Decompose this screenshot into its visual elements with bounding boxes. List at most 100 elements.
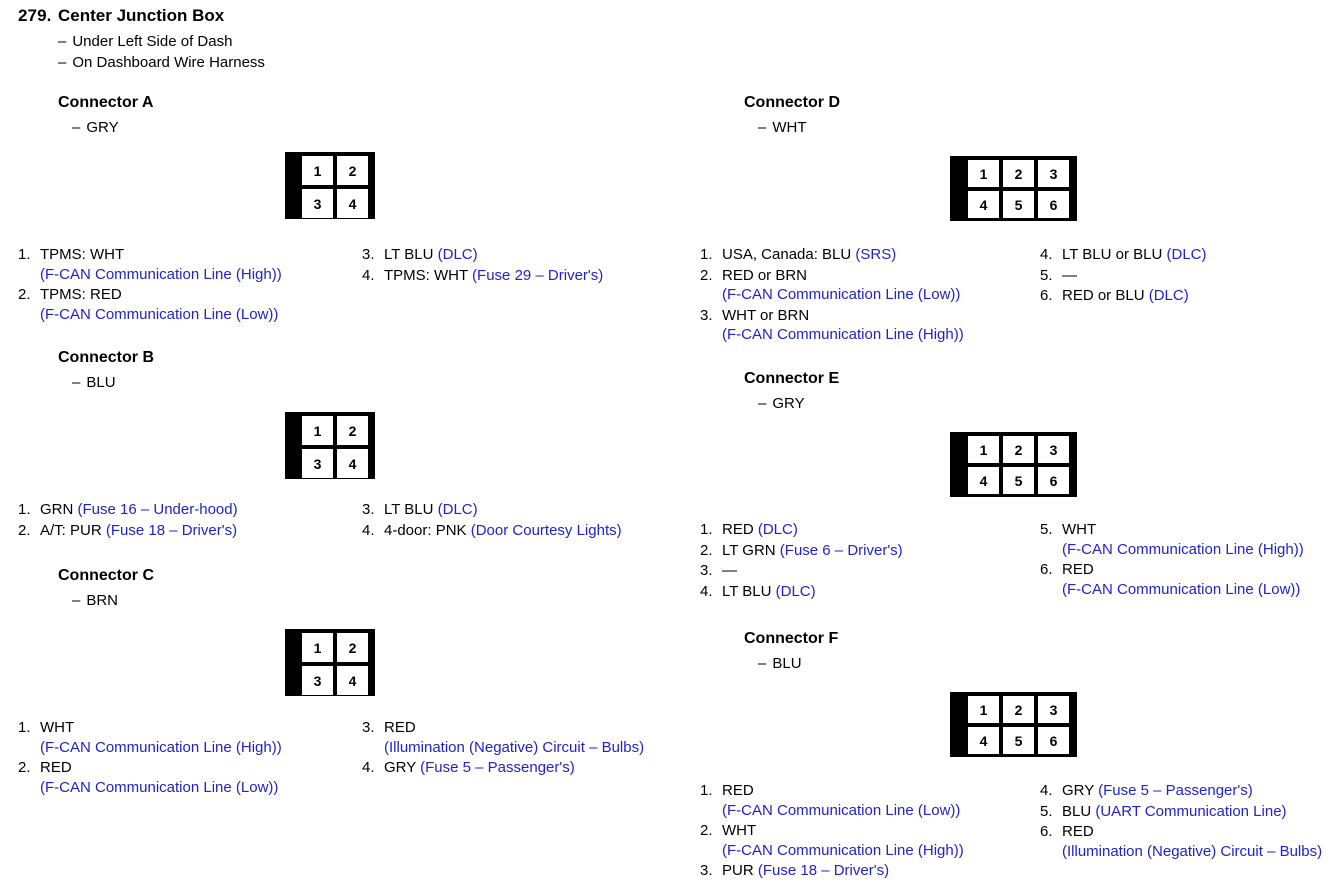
pin-wire-color: WHT [722, 822, 757, 839]
pin-entry: 4.GRY (Fuse 5 – Passenger's) [362, 758, 644, 778]
connector-keyway-bar [950, 692, 968, 757]
pin-list-right-c: 3.RED(Illumination (Negative) Circuit – … [362, 718, 644, 779]
pin-number: 2. [700, 822, 713, 839]
pin-cell: 4 [968, 727, 999, 754]
pin-cell: 3 [1038, 436, 1069, 463]
pin-entry: 4.LT BLU (DLC) [700, 582, 903, 602]
pin-list-left-b: 1.GRN (Fuse 16 – Under-hood)2.A/T: PUR (… [18, 500, 238, 541]
pin-list-left-d: 1.USA, Canada: BLU (SRS)2.RED or BRN(F-C… [700, 245, 964, 346]
pin-row: 4.LT BLU or BLU (DLC) [1040, 245, 1207, 265]
pin-cell: 2 [337, 633, 368, 662]
pin-row: 6.RED [1040, 560, 1304, 580]
pin-cell: 5 [1003, 727, 1034, 754]
pin-entry: 4.4-door: PNK (Door Courtesy Lights) [362, 521, 622, 541]
connector-color-c: –BRN [72, 592, 118, 609]
pin-cell: 1 [302, 633, 333, 662]
pin-wire-color: BLU [1062, 802, 1092, 820]
pin-entry: 2.RED(F-CAN Communication Line (Low)) [18, 758, 282, 797]
section-number: 279. [18, 6, 52, 25]
connector-color-value: GRY [772, 395, 805, 412]
pin-entry: 3.LT BLU (DLC) [362, 245, 603, 265]
pin-number: 3. [700, 562, 713, 579]
pin-row: 1.WHT [18, 718, 282, 738]
pin-row: 1.RED (DLC) [700, 520, 903, 540]
connector-color-b: –BLU [72, 374, 116, 391]
pin-entry: 1.TPMS: WHT(F-CAN Communication Line (Hi… [18, 245, 282, 284]
connector-keyway-bar [950, 432, 968, 497]
pin-cell: 1 [968, 436, 999, 463]
connector-keyway-bar [950, 156, 968, 221]
bullet-dash-icon: – [758, 655, 767, 672]
pin-circuit-description: (SRS) [851, 246, 897, 263]
pin-row: 5.WHT [1040, 520, 1304, 540]
section-bullet-0: –Under Left Side of Dash [58, 33, 232, 50]
connector-title-b: Connector B [58, 349, 154, 366]
pin-row: 2.A/T: PUR (Fuse 18 – Driver's) [18, 521, 238, 541]
pin-number: 1. [700, 246, 713, 263]
pin-row: 4.LT BLU (DLC) [700, 582, 903, 602]
pin-row: 3.WHT or BRN [700, 306, 964, 326]
pin-circuit-description: (F-CAN Communication Line (High)) [40, 265, 282, 283]
pin-entry: 2.WHT(F-CAN Communication Line (High)) [700, 821, 964, 860]
pin-circuit-description: (DLC) [1144, 287, 1189, 304]
pin-wire-color: LT BLU [722, 582, 772, 600]
pin-cell: 3 [302, 449, 333, 478]
pin-cell: 4 [337, 189, 368, 218]
pin-cell: 3 [302, 189, 333, 218]
pin-circuit-description: (Illumination (Negative) Circuit – Bulbs… [384, 738, 645, 756]
pin-circuit-description: (Illumination (Negative) Circuit – Bulbs… [1062, 842, 1323, 860]
section-bullet-text: Under Left Side of Dash [72, 33, 233, 50]
pin-wire-color: USA, Canada: BLU [722, 246, 852, 263]
pin-number: 3. [362, 246, 375, 263]
pin-number: 2. [700, 266, 713, 284]
pin-wire-color: GRY [1062, 782, 1094, 799]
pin-wire-color: LT GRN [722, 541, 776, 559]
pin-entry: 4.LT BLU or BLU (DLC) [1040, 245, 1207, 265]
pin-wire-color: 4-door: PNK [384, 521, 467, 539]
pin-circuit-description: (F-CAN Communication Line (Low)) [40, 305, 279, 323]
pin-wire-color: LT BLU or BLU [1062, 246, 1163, 263]
connector-color-e: –GRY [758, 395, 805, 412]
pin-cell: 3 [1038, 160, 1069, 187]
pin-cell: 1 [968, 696, 999, 723]
pin-list-right-e: 5.WHT(F-CAN Communication Line (High))6.… [1040, 520, 1304, 600]
pin-circuit-description: (Fuse 18 – Driver's) [101, 521, 238, 539]
pin-circuit-description: (UART Communication Line) [1091, 802, 1287, 820]
pin-cell: 5 [1003, 191, 1034, 218]
pin-entry: 5. BLU (UART Communication Line) [1040, 802, 1322, 822]
pin-row: 3.PUR (Fuse 18 – Driver's) [700, 861, 964, 881]
connector-keyway-bar [285, 152, 302, 219]
pin-row: 6.RED or BLU (DLC) [1040, 286, 1207, 306]
pin-entry: 6.RED or BLU (DLC) [1040, 286, 1207, 306]
pin-entry: 3.PUR (Fuse 18 – Driver's) [700, 861, 964, 881]
bullet-dash-icon: – [72, 374, 81, 391]
bullet-dash-icon: – [58, 54, 67, 71]
pin-circuit-description: (DLC) [771, 582, 816, 600]
pin-number: 1. [700, 521, 713, 538]
pin-number: 3. [362, 719, 375, 736]
pin-list-left-f: 1.RED(F-CAN Communication Line (Low))2.W… [700, 781, 964, 882]
pin-row: 3.RED [362, 718, 644, 738]
pin-entry: 5.WHT(F-CAN Communication Line (High)) [1040, 520, 1304, 559]
pin-row: 2.RED [18, 758, 282, 778]
pin-wire-color: TPMS: RED [40, 286, 122, 303]
pin-row: 3.— [700, 561, 903, 581]
pin-number: 5. [1040, 802, 1053, 820]
pin-cell: 6 [1038, 191, 1069, 218]
pin-row: 2.LT GRN (Fuse 6 – Driver's) [700, 541, 903, 561]
pin-number: 1. [18, 246, 31, 263]
connector-title-f: Connector F [744, 630, 839, 647]
pin-row: 4.GRY (Fuse 5 – Passenger's) [1040, 781, 1322, 801]
connector-color-value: BRN [86, 592, 119, 609]
pin-wire-color: A/T: PUR [40, 521, 102, 539]
connector-title-d: Connector D [744, 94, 840, 111]
pin-entry: 4.TPMS: WHT (Fuse 29 – Driver's) [362, 266, 603, 286]
pin-wire-color: RED [722, 521, 754, 538]
pin-row: 2. WHT [700, 821, 964, 841]
pin-entry: 1. USA, Canada: BLU (SRS) [700, 245, 964, 265]
